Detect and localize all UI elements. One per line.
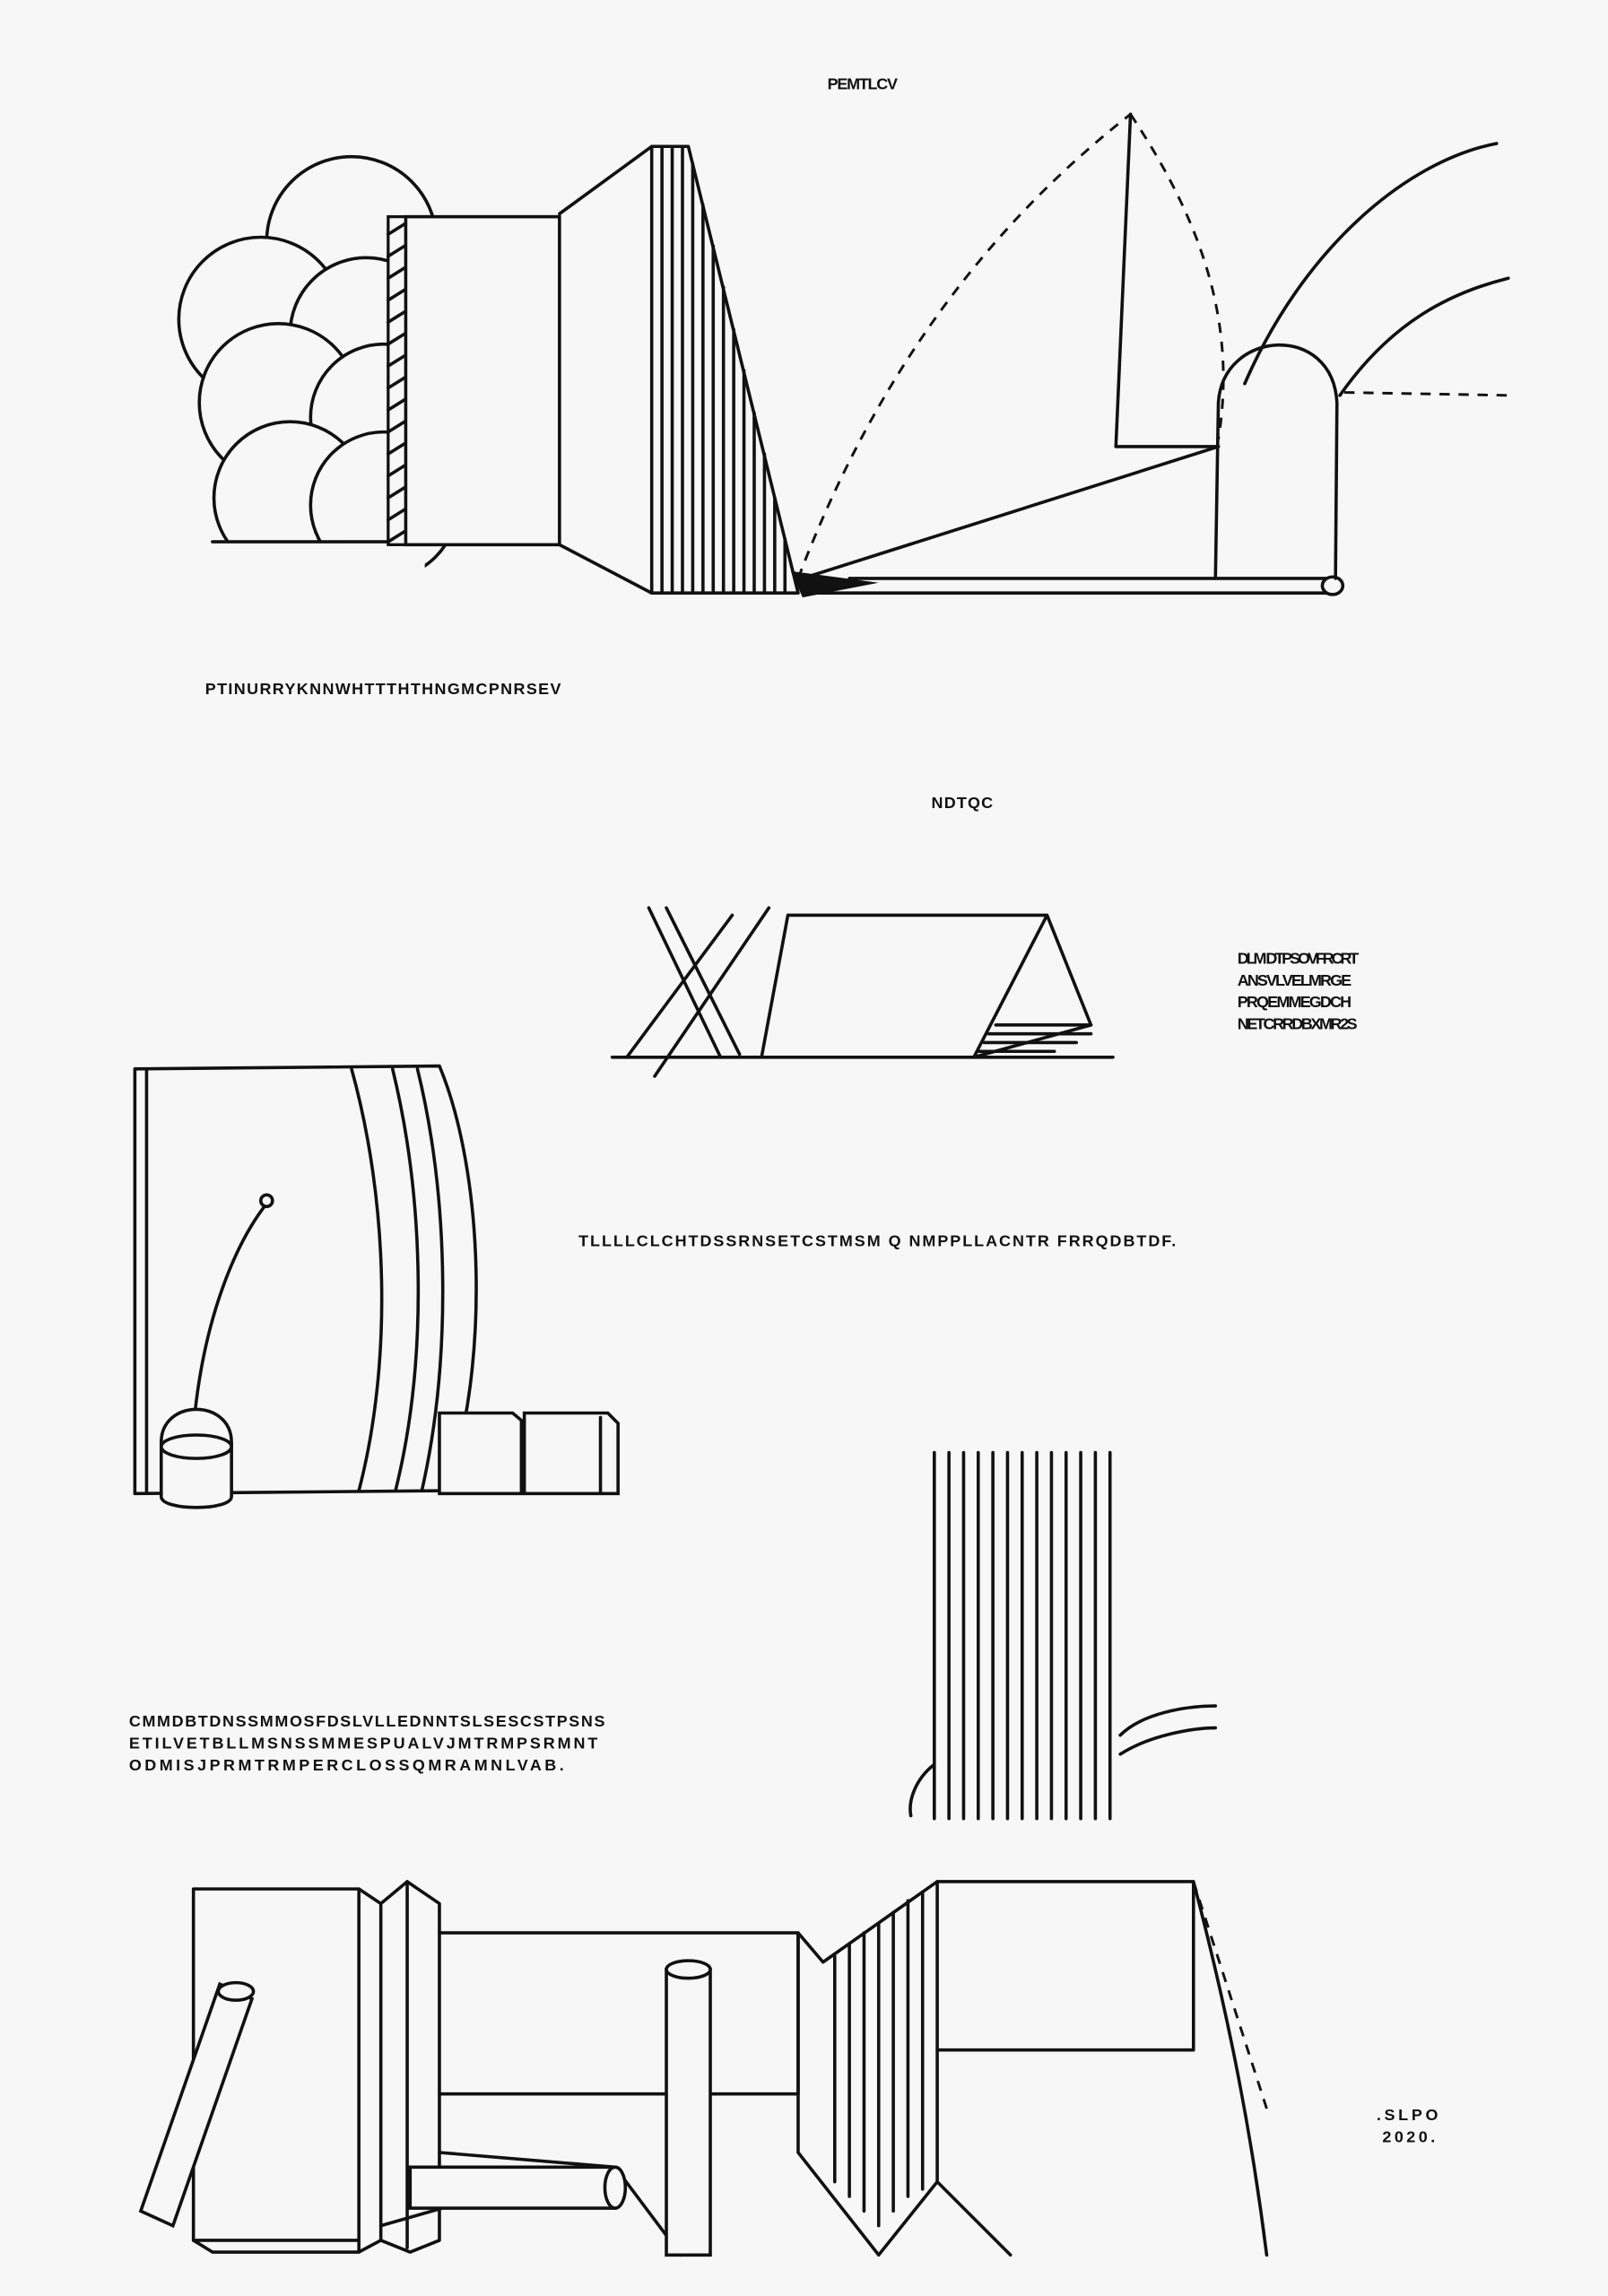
- top-scene: PEMTLCV PTINURRYKNNWHTTTHTHNGMCPNRSEV: [177, 75, 1510, 698]
- lower-note: CMMDBTDNSSMMOSFDSLVLLEDNNTSLSESCSTPSNS E…: [129, 1712, 605, 1774]
- svg-text:ETILVETBLLMSNSSMMESPUALVJMTRMP: ETILVETBLLMSNSSMMESPUALVJMTRMPSRMNT: [129, 1734, 597, 1752]
- side-note: DLM DTPSOVFRCRT ANSVLVELMRGE PRQEMMEGDCH…: [1238, 949, 1360, 1032]
- barrel-scene: TLLLLCLCHTDSSRNSETCSTMSM Q NMPPLLACNTR F…: [133, 1064, 1176, 1509]
- svg-text:CMMDBTDNSSMMOSFDSLVLLEDNNTSLSE: CMMDBTDNSSMMOSFDSLVLLEDNNTSLSESCSTPSNS: [129, 1712, 605, 1730]
- middle-caption: TLLLLCLCHTDSSRNSETCSTMSM Q NMPPLLACNTR F…: [578, 1231, 1176, 1249]
- svg-text:ODMISJPRMTRMPERCLOSSQMRAMNLVAB: ODMISJPRMTRMPERCLOSSQMRAMNLVAB.: [129, 1756, 564, 1774]
- top-title: PEMTLCV: [828, 75, 898, 93]
- tent-scene: NDTQC DLM DTPSOVFRCRT ANSVLVELMRGE PRQEM…: [610, 794, 1360, 1078]
- svg-text:DLM DTPSOVFRCRT: DLM DTPSOVFRCRT: [1238, 949, 1360, 967]
- top-caption: PTINURRYKNNWHTTTHTHNGMCPNRSEV: [205, 680, 561, 698]
- striped-column: [908, 1450, 1218, 1821]
- svg-text:NETCRRDBXMR2S: NETCRRDBXMR2S: [1238, 1015, 1358, 1033]
- year: 2020.: [1382, 2128, 1435, 2146]
- bottom-scene: .SLPO 2020.: [138, 1880, 1439, 2257]
- svg-text:PRQEMMEGDCH: PRQEMMEGDCH: [1238, 993, 1352, 1011]
- building-side: [558, 144, 654, 596]
- signature: .SLPO: [1377, 2106, 1439, 2124]
- arch: [1213, 142, 1510, 580]
- building-front: [404, 214, 561, 547]
- striped-face: [649, 144, 800, 596]
- middle-title: NDTQC: [932, 794, 994, 812]
- sail-structure: [790, 112, 1345, 598]
- svg-text:ANSVLVELMRGE: ANSVLVELMRGE: [1238, 971, 1352, 989]
- tubes: [138, 1959, 712, 2257]
